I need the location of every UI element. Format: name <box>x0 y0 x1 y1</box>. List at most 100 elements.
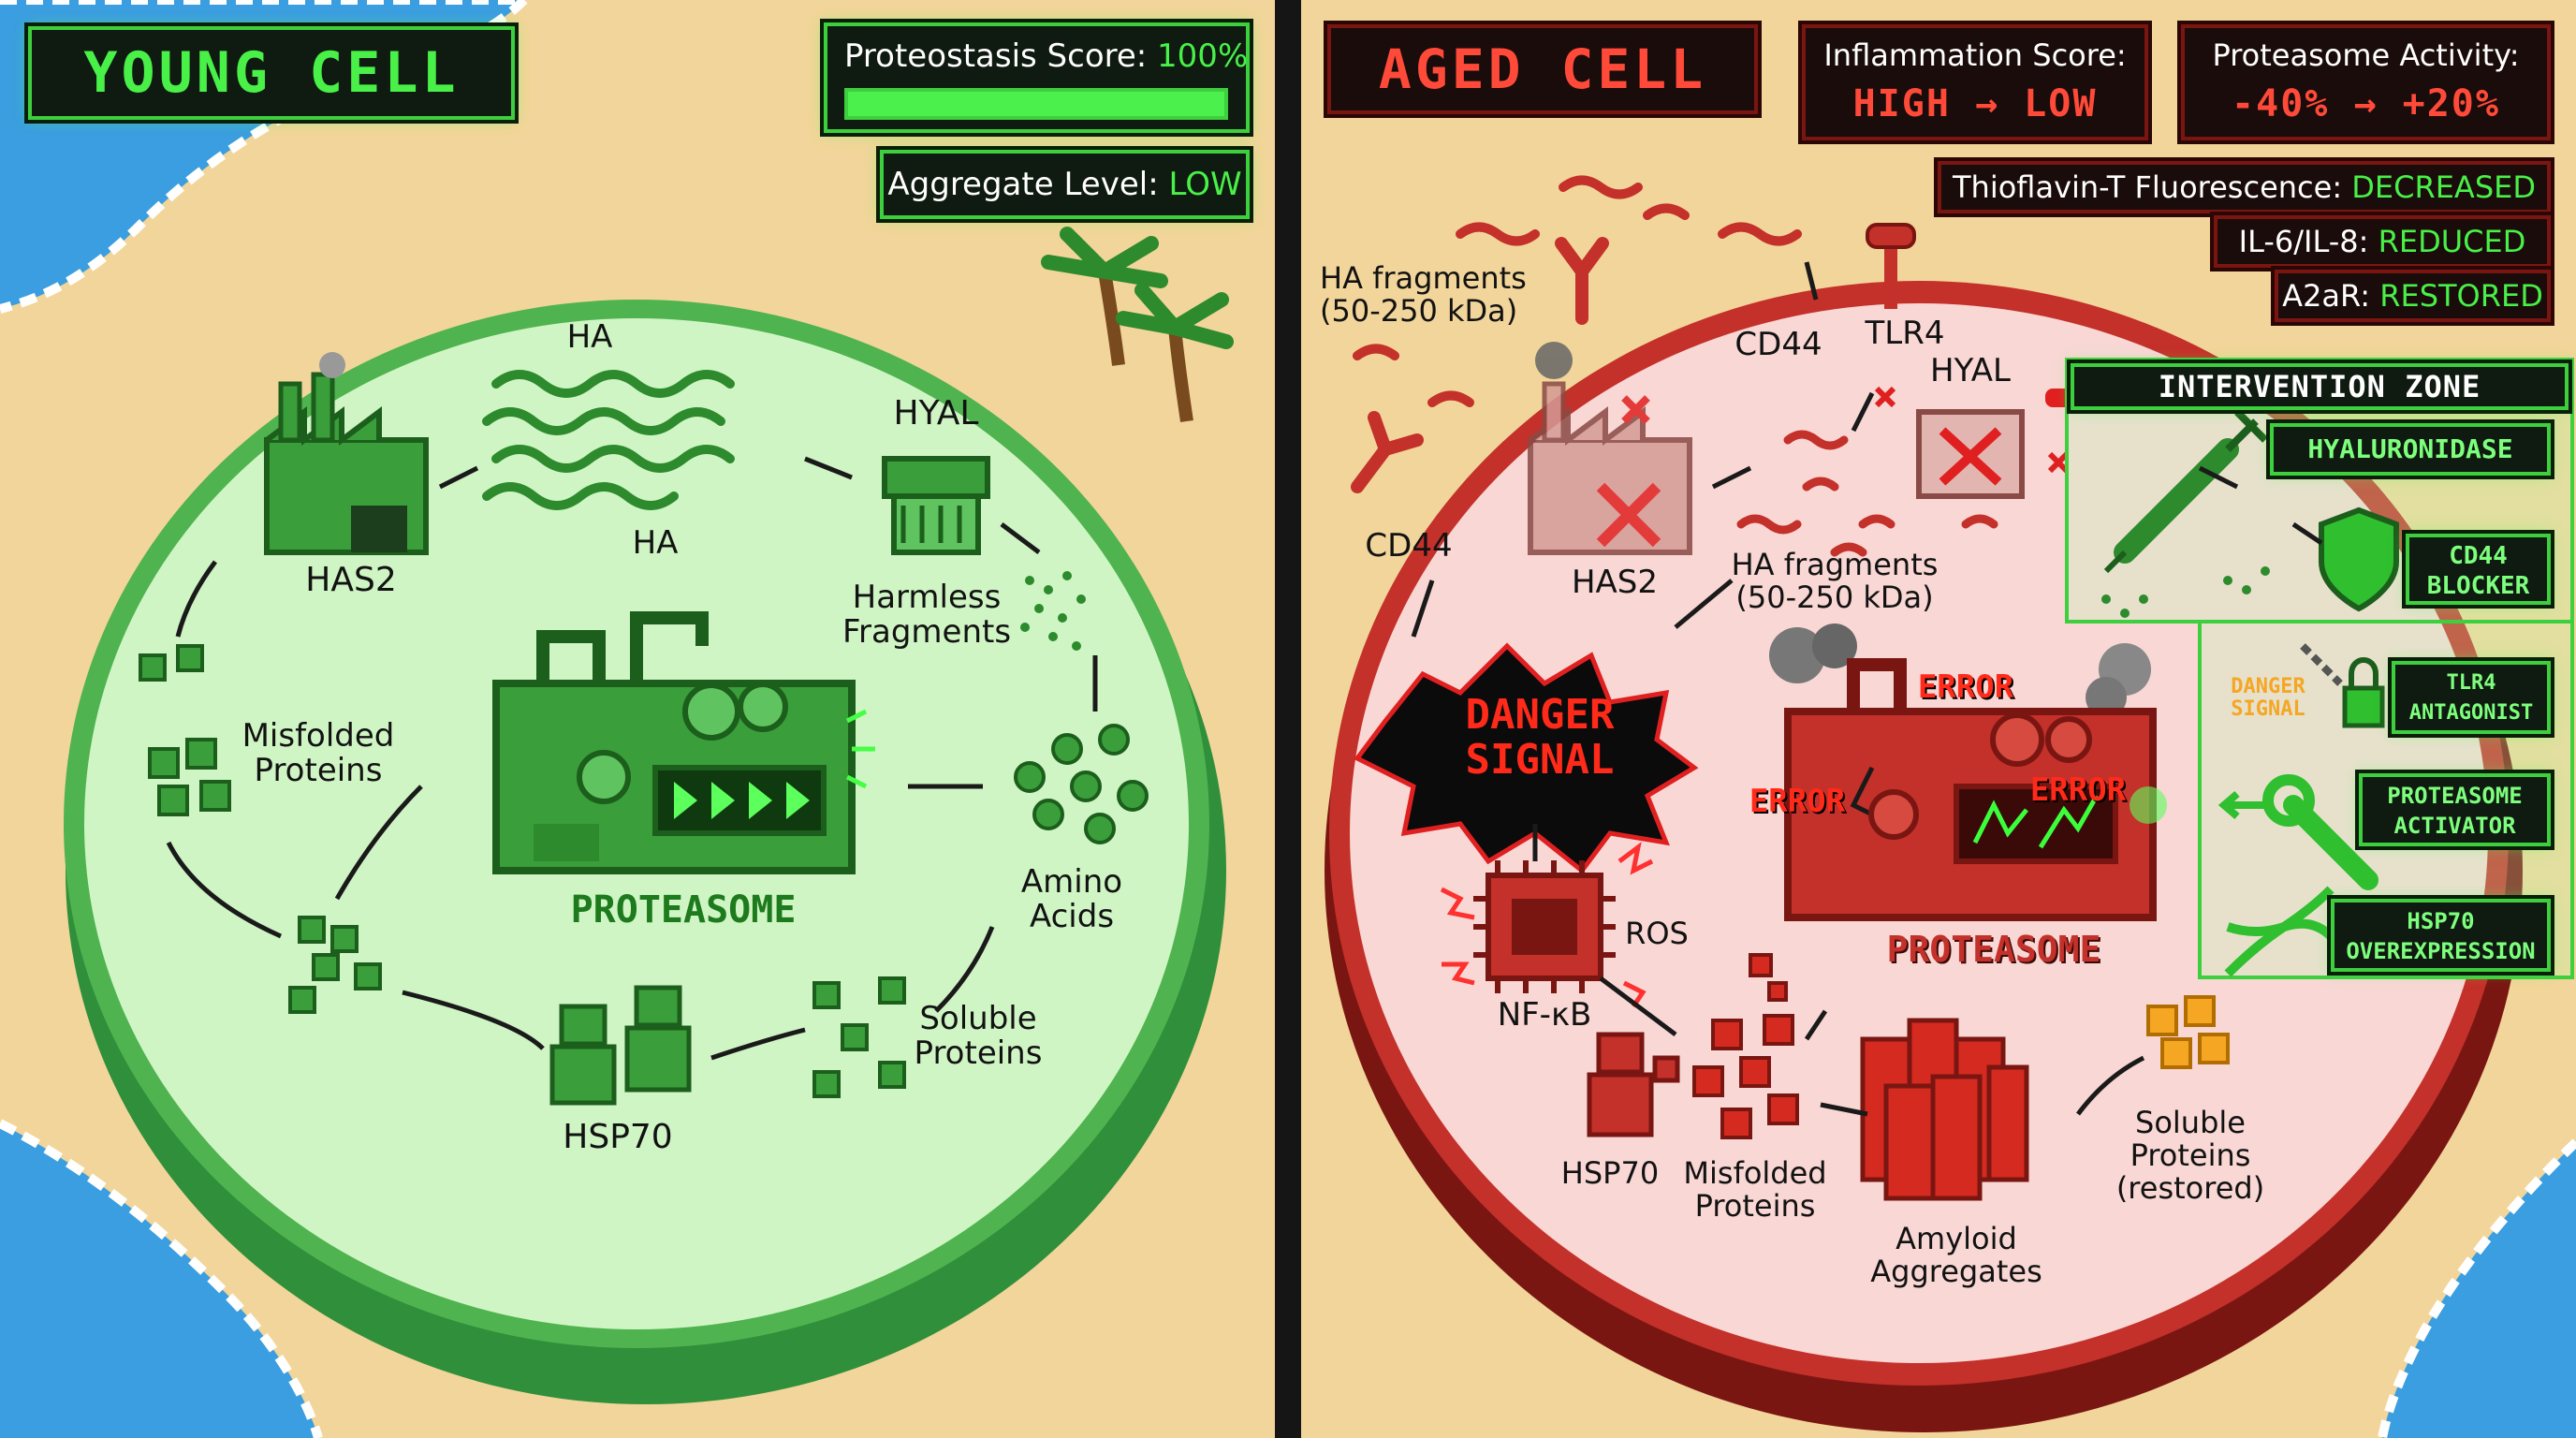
thioflavin-status: Thioflavin-T Fluorescence: DECREASED <box>1938 161 2551 213</box>
il6-il8-value: REDUCED <box>2378 224 2526 259</box>
proteasome-activity-panel: Proteasome Activity: -40% → +20% <box>2181 24 2551 140</box>
error-label-top: ERROR <box>1917 668 2014 706</box>
thioflavin-value: DECREASED <box>2351 169 2536 205</box>
misfolded-aged-label: Misfolded Proteins <box>1683 1155 1827 1225</box>
aged-cell-title: AGED CELL <box>1327 24 1758 114</box>
harmless-fragments-label: Harmless Fragments <box>842 579 1012 652</box>
hsp70-robot-icon <box>1587 1032 1680 1137</box>
ocean-bottom-left <box>0 1123 318 1438</box>
amino-acids-icon <box>1014 724 1149 844</box>
danger-signal-small-label: DANGER SIGNAL <box>2231 675 2305 722</box>
pathway-arrows <box>166 456 1098 1061</box>
inflammation-score-panel: Inflammation Score: HIGH → LOW <box>1802 24 2148 140</box>
aged-cell-panel: AGED CELL Inflammation Score: HIGH → LOW… <box>1301 0 2576 1438</box>
has2-broken-factory-icon <box>1528 342 1692 555</box>
error-label-right: ERROR <box>2029 771 2127 809</box>
young-cell-scene <box>0 0 1275 1438</box>
harmless-fragments <box>1020 571 1086 651</box>
il6-il8-status: IL-6/IL-8: REDUCED <box>2214 215 2551 268</box>
danger-signal-label: DANGER SIGNAL <box>1465 691 1615 784</box>
error-label-left: ERROR <box>1749 783 1846 820</box>
proteasome-broken-icon <box>1769 624 2167 921</box>
a2ar-label: A2aR: <box>2282 278 2371 314</box>
intervention-zone-title: INTERVENTION ZONE <box>2071 363 2569 410</box>
ha-fragments-inner-label: HA fragments (50-250 kDa) <box>1731 547 1939 616</box>
ros-label: ROS <box>1625 916 1689 951</box>
intervention-cd44-blocker[interactable]: CD44 BLOCKER <box>2406 534 2551 605</box>
inflammation-score-value: HIGH → LOW <box>1852 82 2098 125</box>
dispersed-particles <box>2101 566 2270 618</box>
intervention-tlr4-antagonist[interactable]: TLR4 ANTAGONIST <box>2392 661 2551 734</box>
ha-fragments-outer <box>1353 175 1802 407</box>
hyal-shredder-icon <box>882 456 990 555</box>
wrench-icon <box>2217 774 2378 890</box>
proteasome-activity-value: -40% → +20% <box>2232 82 2500 125</box>
soluble-proteins-restored-icon <box>2146 995 2230 1069</box>
palm-tree-icon <box>1041 227 1234 423</box>
proteostasis-progress-fill <box>848 92 1224 116</box>
ha-fragments-inner <box>1736 430 1998 557</box>
aggregate-level-panel: Aggregate Level: LOW <box>880 150 1250 219</box>
proteostasis-score-label: Proteostasis Score: <box>844 37 1148 75</box>
proteasome-label: PROTEASOME <box>570 888 797 932</box>
proteostasis-progress-track <box>844 88 1228 120</box>
center-divider <box>1275 0 1301 1438</box>
cd44-top-label: CD44 <box>1734 326 1822 363</box>
amino-acids-label: Amino Acids <box>1020 863 1123 936</box>
hsp70-robots-icon <box>549 985 692 1106</box>
has2-factory-icon <box>264 352 429 555</box>
a2ar-value: RESTORED <box>2379 278 2543 314</box>
has2-aged-label: HAS2 <box>1571 564 1659 601</box>
has2-label: HAS2 <box>305 561 397 599</box>
aggregate-level-label: Aggregate Level: <box>887 166 1159 203</box>
proteostasis-score-value: 100% <box>1157 37 1249 75</box>
intervention-hsp70-overexpression[interactable]: HSP70 OVEREXPRESSION <box>2331 899 2551 972</box>
hsp70-aged-label: HSP70 <box>1560 1155 1660 1191</box>
hyal-aged-label: HYAL <box>1930 352 2011 389</box>
dna-icon <box>2224 886 2334 977</box>
ha-label-top: HA <box>566 318 613 356</box>
ha-fragments-outer-label: HA fragments (50-250 kDa) <box>1320 260 1527 330</box>
proteostasis-score-line: Proteostasis Score: 100% <box>844 37 1248 75</box>
proteostasis-score-panel: Proteostasis Score: 100% <box>824 22 1250 133</box>
a2ar-status: A2aR: RESTORED <box>2275 270 2551 322</box>
ocean-bottom-right <box>2382 1142 2576 1438</box>
inflammation-score-label: Inflammation Score: <box>1823 37 2127 73</box>
amyloid-aggregates-icon <box>1860 1018 2029 1201</box>
soluble-proteins-label: Soluble Proteins <box>914 1000 1043 1073</box>
aged-pathway-arrows <box>1411 261 2145 1117</box>
tlr4-receptor-icon <box>1866 223 1916 309</box>
intervention-arrows <box>2198 465 2323 546</box>
shield-icon <box>2319 506 2399 612</box>
young-cell-title: YOUNG CELL <box>28 26 515 120</box>
il6-il8-label: IL-6/IL-8: <box>2238 224 2369 259</box>
proteasome-activity-label: Proteasome Activity: <box>2212 37 2520 73</box>
ha-strands <box>482 370 735 510</box>
amyloid-aggregates-label: Amyloid Aggregates <box>1870 1221 2042 1290</box>
cd44-receptor-icon <box>1351 237 1609 493</box>
thioflavin-label: Thioflavin-T Fluorescence: <box>1953 169 2343 205</box>
young-cell-panel: YOUNG CELL Proteostasis Score: 100% Aggr… <box>0 0 1275 1438</box>
misfolded-red-cubes-icon <box>1692 953 1799 1139</box>
padlock-icon <box>2300 643 2385 728</box>
spark-effect <box>845 709 875 789</box>
hyal-label: HYAL <box>893 394 979 433</box>
nfkb-chip-icon <box>1440 842 1654 1008</box>
cd44-left-label: CD44 <box>1365 527 1453 565</box>
aged-cell-scene <box>1301 0 2576 1438</box>
hsp70-label: HSP70 <box>563 1118 673 1156</box>
intervention-hyaluronidase[interactable]: HYALURONIDASE <box>2270 423 2551 476</box>
hyal-broken-icon <box>1874 386 2077 499</box>
ha-label-bottom: HA <box>632 524 679 562</box>
syringe-icon <box>2103 409 2268 574</box>
proteasome-aged-label: PROTEASOME <box>1886 929 2101 970</box>
nfkb-label: NF-κB <box>1497 996 1592 1034</box>
tlr4-label: TLR4 <box>1865 315 1945 352</box>
misfolded-proteins-icon <box>139 644 231 816</box>
folding-chain-icon <box>288 916 382 1014</box>
misfolded-proteins-label: Misfolded Proteins <box>242 717 395 790</box>
aggregate-level-value: LOW <box>1168 166 1242 203</box>
intervention-proteasome-activator[interactable]: PROTEASOME ACTIVATOR <box>2359 773 2551 846</box>
danger-signal-burst <box>1354 642 1699 874</box>
